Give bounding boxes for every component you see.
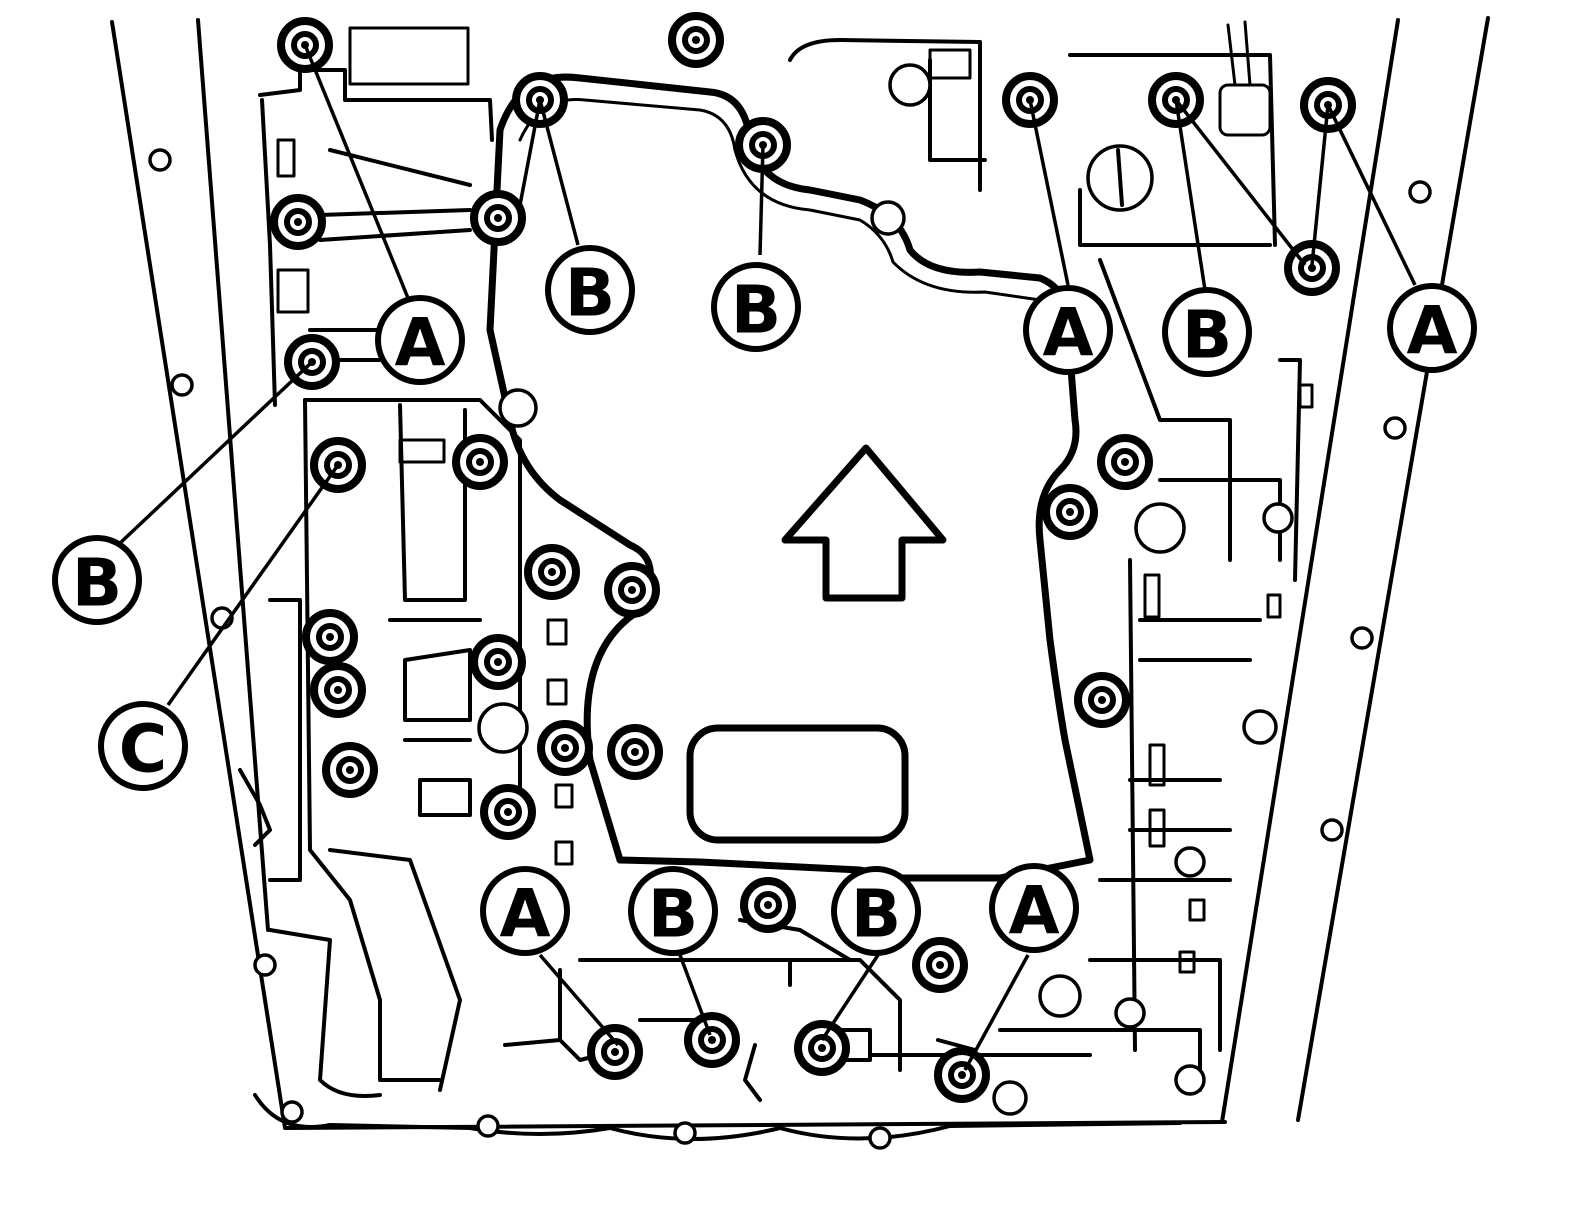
port: [1266, 593, 1282, 619]
plate-hole: [1174, 1064, 1206, 1096]
case-outline: [110, 16, 1490, 1141]
port: [1148, 808, 1166, 848]
callout-letter: B: [648, 876, 698, 953]
case-hole: [1350, 626, 1374, 650]
bolt-icon: [470, 190, 526, 246]
callout-letter: B: [72, 545, 122, 622]
case-hole: [1320, 818, 1344, 842]
plate-hole: [992, 1080, 1028, 1116]
callout-c: C: [98, 701, 188, 791]
bolt-icon: [668, 12, 724, 68]
port: [546, 678, 568, 706]
plate-hole: [1134, 502, 1186, 554]
callout-b: B: [831, 866, 921, 956]
case-hole: [280, 1100, 304, 1124]
bolt-icon: [1097, 434, 1153, 490]
plate-hole: [1174, 846, 1206, 878]
bolt-icon: [322, 742, 378, 798]
callout-letter: B: [565, 255, 615, 332]
left-valve-body: [238, 26, 574, 1098]
bolt-icon: [587, 1024, 643, 1080]
port: [554, 840, 574, 866]
callout-b: B: [52, 535, 142, 625]
bolt-icon: [607, 724, 663, 780]
callout-letter: B: [1182, 297, 1232, 374]
plate-hole: [1114, 997, 1146, 1029]
port: [1188, 898, 1206, 922]
case-hole: [253, 953, 277, 977]
callout-letter: A: [1042, 295, 1093, 372]
port: [398, 438, 446, 464]
callout-a: A: [989, 863, 1079, 953]
callout-b: B: [1162, 287, 1252, 377]
bolt-icon: [302, 609, 358, 665]
bolt-icon: [470, 634, 526, 690]
plate-hole: [870, 200, 906, 236]
case-hole: [476, 1114, 500, 1138]
callout-letter: A: [499, 876, 550, 953]
plate-hole: [498, 388, 538, 428]
callout-b: B: [545, 245, 635, 335]
port: [1148, 743, 1166, 787]
port: [1143, 573, 1161, 619]
bolt-icon: [270, 194, 326, 250]
leader-lines: [116, 44, 1417, 1071]
plate-hole: [888, 63, 932, 107]
bolt-icon: [1042, 484, 1098, 540]
callout-letter: A: [394, 305, 445, 382]
plate-hole: [477, 702, 529, 754]
bolt-icon: [480, 784, 536, 840]
bolt-icon: [537, 720, 593, 776]
plate-hole: [1038, 974, 1082, 1018]
bolt-icon: [794, 1020, 850, 1076]
callout-letter: C: [119, 711, 167, 788]
port: [546, 618, 568, 646]
plate-hole: [1262, 502, 1294, 534]
bolt-icon: [1284, 240, 1340, 296]
bolt-icon: [452, 434, 508, 490]
bolt-icon: [740, 877, 796, 933]
callout-a: A: [375, 295, 465, 385]
bolt-icon: [934, 1047, 990, 1103]
callout-a: A: [480, 866, 570, 956]
port: [276, 138, 296, 178]
callout-letter: A: [1008, 873, 1059, 950]
direction-arrow-icon: [781, 444, 947, 602]
port: [276, 268, 310, 314]
callout-letter: A: [1406, 293, 1457, 370]
port: [554, 783, 574, 809]
port: [928, 48, 972, 80]
bolt-icon: [684, 1012, 740, 1068]
connector: [1218, 83, 1272, 137]
callout-b: B: [628, 866, 718, 956]
right-valve-body: [788, 20, 1314, 1116]
callouts: A B B A B A B C: [52, 245, 1477, 956]
inspection-window: [686, 724, 909, 844]
bolt-icon: [310, 662, 366, 718]
bolt-icon: [524, 544, 580, 600]
case-hole: [673, 1121, 697, 1145]
callout-a: A: [1023, 285, 1113, 375]
callout-letter: B: [851, 876, 901, 953]
case-hole: [868, 1126, 892, 1150]
bracket: [348, 26, 470, 86]
callout-letter: B: [731, 272, 781, 349]
bottom-valve-body: [503, 918, 1092, 1102]
case-hole: [1408, 180, 1432, 204]
callout-a: A: [1387, 283, 1477, 373]
port: [1298, 383, 1314, 409]
port: [1178, 950, 1196, 974]
case-hole: [1383, 416, 1407, 440]
bolt-icon: [1074, 672, 1130, 728]
case-hole: [170, 373, 194, 397]
callout-b: B: [711, 262, 801, 352]
plate-hole: [1242, 709, 1278, 745]
bolt-icon: [604, 562, 660, 618]
bolt-icon: [912, 937, 968, 993]
case-hole: [148, 148, 172, 172]
